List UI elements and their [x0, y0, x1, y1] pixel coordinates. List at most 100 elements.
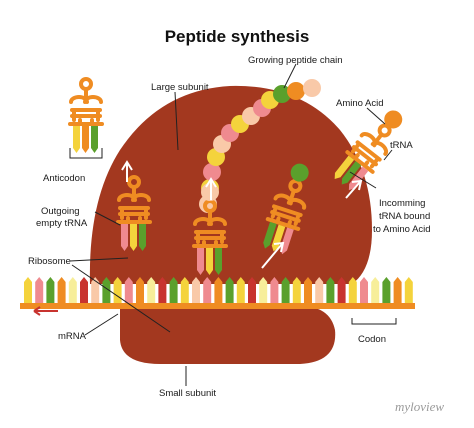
anticodon-base: [121, 224, 128, 251]
mrna-base: [214, 277, 223, 303]
leader-ribosome-2: [71, 264, 171, 333]
anticodon-base: [263, 221, 277, 249]
trna-group: [68, 77, 403, 275]
anticodon-base: [82, 126, 89, 153]
anticodon-base: [73, 126, 80, 153]
leader-mrna: [84, 313, 119, 336]
mrna-base: [281, 277, 290, 303]
mrna-direction-arrow-icon: [33, 306, 58, 316]
mrna-base: [404, 277, 413, 303]
mrna-base: [158, 277, 167, 303]
label-incoming-line1: Incomming: [379, 198, 425, 209]
mrna-strand: [20, 277, 415, 316]
mrna-base: [68, 277, 77, 303]
amino-acid-bead: [303, 79, 321, 97]
mrna-base: [180, 277, 189, 303]
mrna-base: [102, 277, 111, 303]
label-mrna: mRNA: [58, 331, 87, 342]
label-large-subunit: Large subunit: [151, 82, 209, 93]
label-small-subunit: Small subunit: [159, 388, 216, 399]
mrna-base: [360, 277, 368, 303]
mrna-base: [348, 277, 357, 303]
incoming-arrow-2-icon: [345, 179, 363, 199]
anticodon-base: [139, 224, 146, 251]
chain-arrow-icon: [205, 177, 217, 200]
amino-acid-bead: [273, 85, 291, 103]
movement-arrows: [121, 160, 363, 269]
label-leaders: [69, 63, 397, 386]
label-trna: tRNA: [390, 140, 413, 151]
label-growing-chain: Growing peptide chain: [248, 55, 343, 66]
anticodon-base: [130, 224, 137, 251]
mrna-base: [315, 277, 324, 303]
leader-amino-acid: [366, 107, 386, 125]
mrna-bases: [24, 277, 413, 303]
leader-anticodon: [69, 148, 103, 159]
ribosome: [89, 85, 372, 364]
mrna-base: [292, 277, 301, 303]
mrna-base: [113, 277, 122, 303]
label-incoming-line2: tRNA bound: [379, 211, 430, 222]
mrna-base: [169, 277, 178, 303]
leader-incoming: [349, 171, 377, 189]
mrna-base: [270, 277, 279, 303]
label-incoming-line3: to Amino Acid: [373, 224, 431, 235]
anticodon-base: [206, 248, 213, 275]
trna-p-site: [192, 183, 228, 275]
leader-trna: [383, 149, 393, 161]
label-outgoing-line2: empty tRNA: [36, 218, 88, 229]
mrna-base: [80, 277, 88, 303]
mrna-base: [57, 277, 66, 303]
leader-outgoing: [94, 211, 121, 226]
incoming-arrow-icon: [261, 241, 285, 269]
trna-a-site: [263, 163, 315, 255]
mrna-base: [382, 277, 391, 303]
mrna-base: [371, 277, 380, 303]
mrna-base: [124, 277, 133, 303]
mrna-base: [192, 277, 200, 303]
watermark: myloview: [395, 399, 444, 414]
title: Peptide synthesis: [165, 27, 310, 46]
anticodon-base: [197, 248, 204, 275]
mrna-base: [24, 277, 32, 303]
mrna-base: [326, 277, 335, 303]
trna-outgoing-empty: [116, 175, 152, 251]
anticodon-base: [280, 227, 294, 255]
mrna-base: [304, 277, 312, 303]
trna-anticodon-example: [68, 77, 104, 153]
attached-amino-acid: [290, 163, 309, 182]
anticodon-base: [215, 248, 222, 275]
mrna-base: [203, 277, 212, 303]
amino-acid-bead: [287, 82, 305, 100]
mrna-base: [91, 277, 100, 303]
mrna-base: [259, 277, 268, 303]
mrna-base: [248, 277, 256, 303]
label-outgoing-line1: Outgoing: [41, 206, 80, 217]
amino-acid-bead: [203, 163, 221, 181]
mrna-base: [236, 277, 245, 303]
anticodon-base: [334, 155, 355, 180]
mrna-backbone: [20, 303, 415, 309]
label-amino-acid: Amino Acid: [336, 98, 384, 109]
mrna-base: [393, 277, 402, 303]
mrna-base: [136, 277, 144, 303]
leader-large-subunit: [174, 91, 179, 151]
outgoing-arrow-icon: [121, 160, 133, 182]
leader-growing-chain: [283, 63, 297, 89]
mrna-base: [147, 277, 156, 303]
mrna-base: [46, 277, 55, 303]
large-subunit-shape: [89, 85, 372, 285]
mrna-base: [225, 277, 234, 303]
leader-ribosome-1: [69, 257, 129, 262]
mrna-base: [337, 277, 346, 303]
trna-body: [68, 77, 104, 126]
attached-amino-acid: [384, 110, 403, 129]
label-ribosome: Ribosome: [28, 256, 71, 267]
mrna-base: [35, 277, 44, 303]
label-codon: Codon: [358, 334, 386, 345]
label-anticodon: Anticodon: [43, 173, 85, 184]
small-subunit-shape: [120, 306, 336, 364]
leader-codon: [351, 318, 397, 325]
anticodon-base: [348, 166, 369, 191]
